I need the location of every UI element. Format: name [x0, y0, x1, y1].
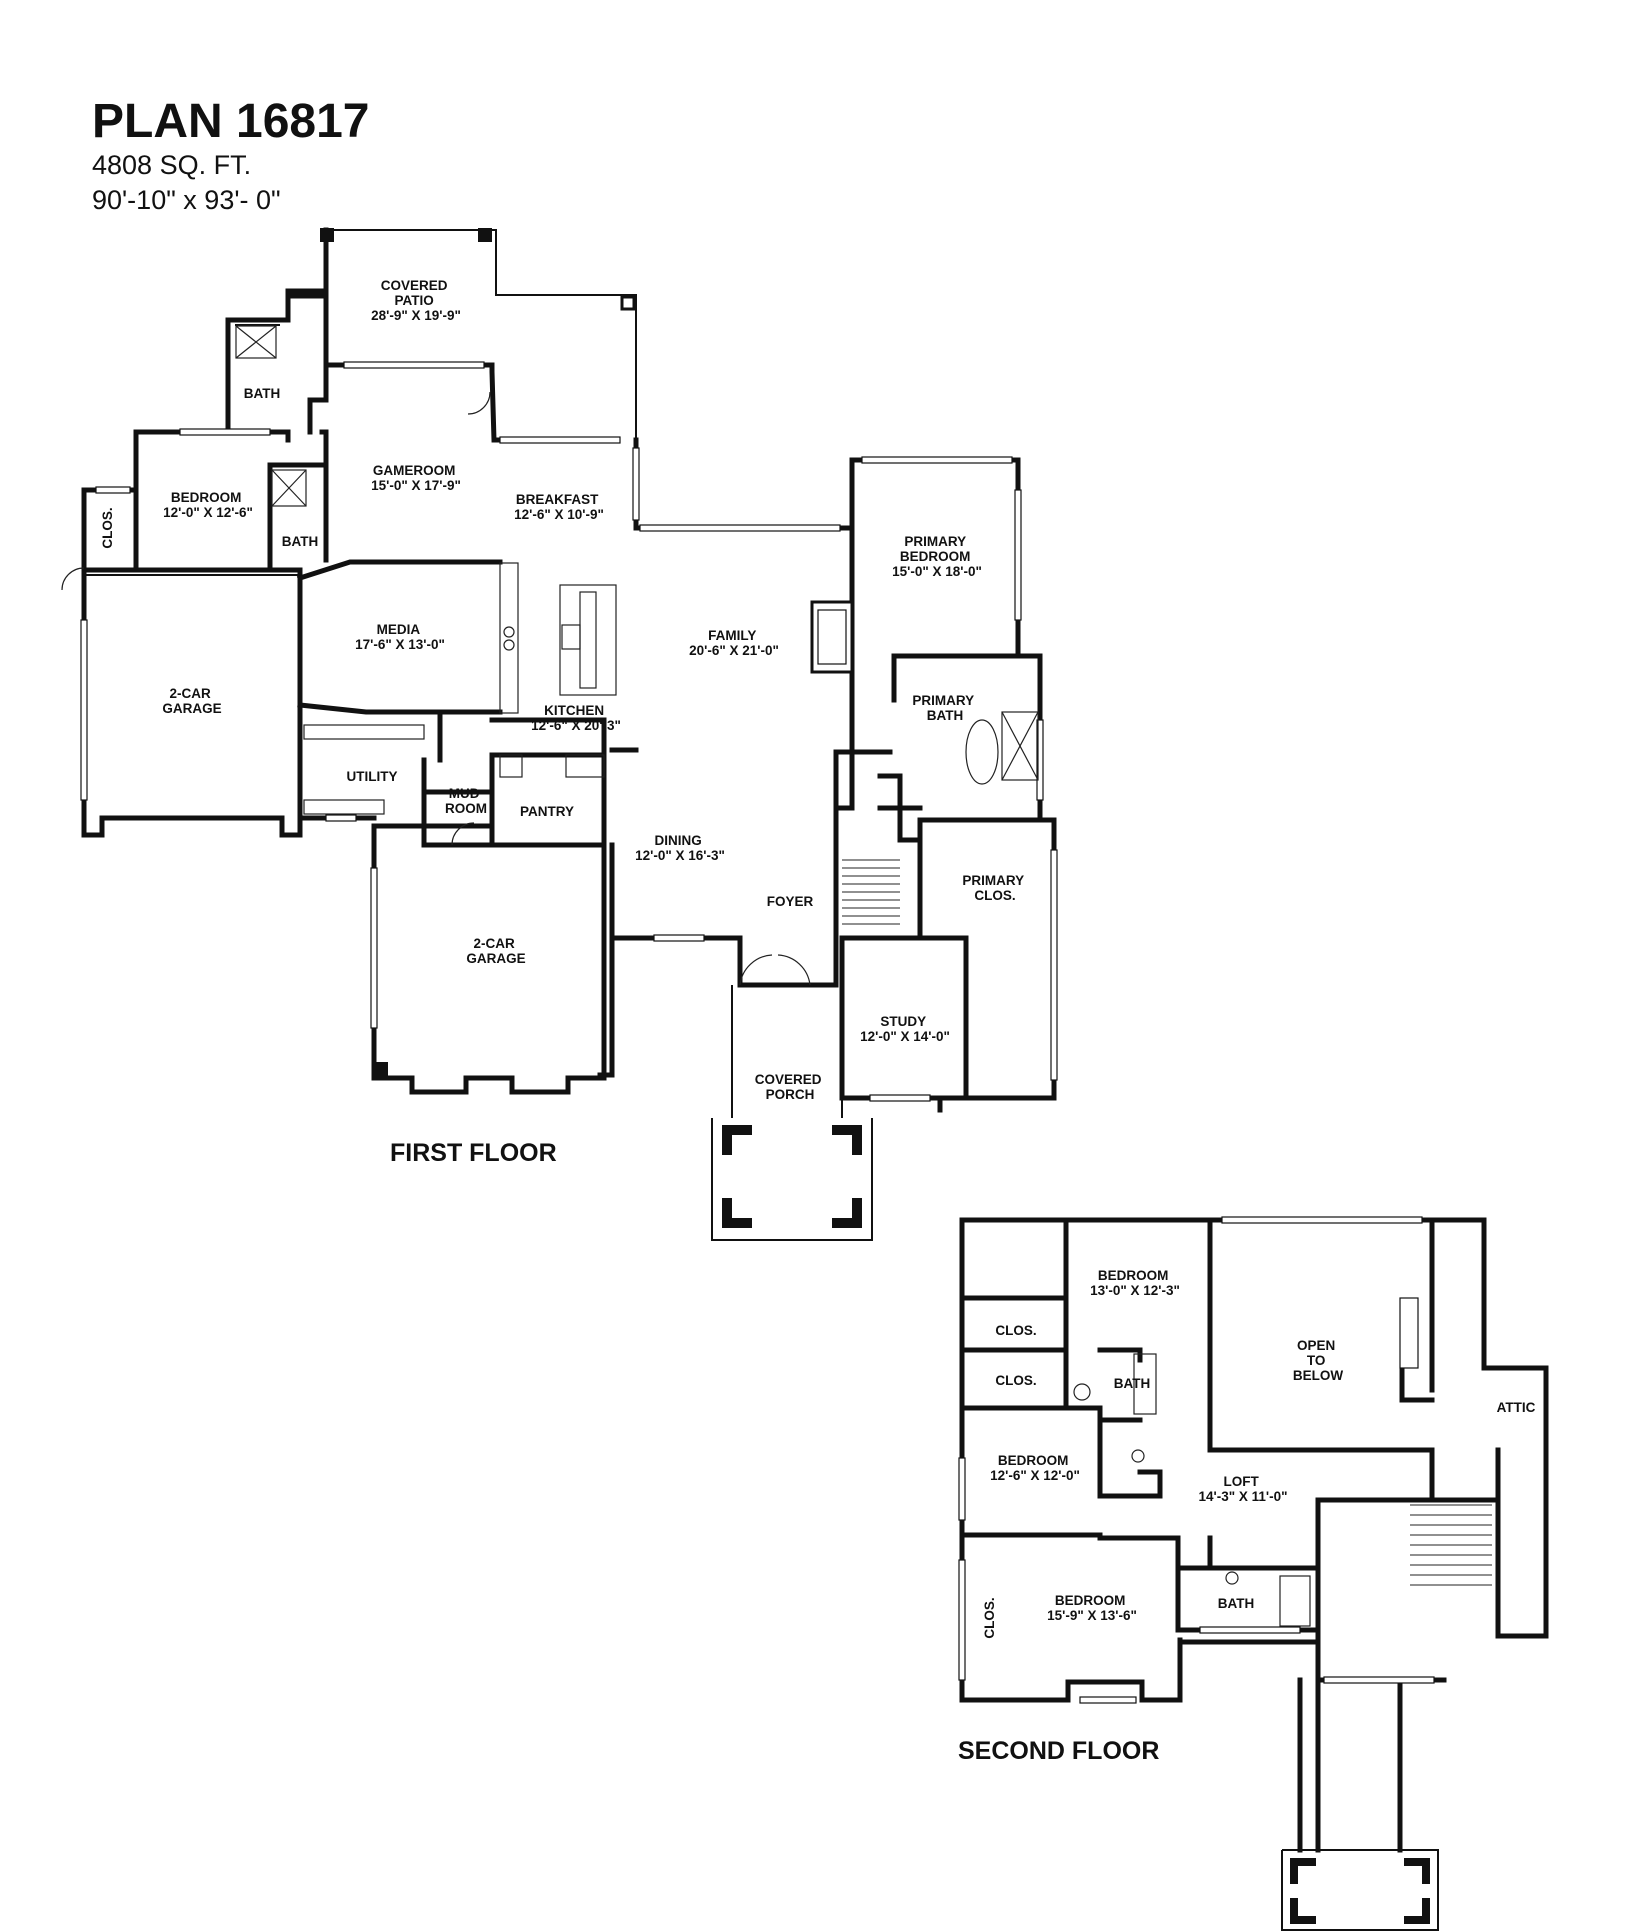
label-foyer: FOYER: [767, 894, 814, 909]
second-floor-windows: [958, 1216, 1435, 1704]
label-bedroom-3: BEDROOM 12'-6" X 12'-0": [990, 1453, 1080, 1483]
label-covered-porch: COVERED PORCH: [755, 1072, 826, 1102]
label-bath-1: BATH: [244, 386, 281, 401]
label-closet-4: CLOS.: [982, 1597, 997, 1638]
first-floor-fixtures: [61, 325, 1039, 986]
label-primary-closet: PRIMARY CLOS.: [962, 873, 1027, 903]
first-floor-room-labels: COVERED PATIO 28'-9" X 19'-9" BATH BEDRO…: [100, 278, 1027, 1102]
plan-square-footage: 4808 SQ. FT.: [92, 150, 251, 180]
covered-porch-structure: [711, 1118, 873, 1241]
label-open-to-below: OPEN TO BELOW: [1293, 1338, 1344, 1383]
label-closet-3: CLOS.: [995, 1373, 1036, 1388]
label-media: MEDIA 17'-6" X 13'-0": [355, 622, 445, 652]
second-floor-room-labels: BEDROOM 13'-0" X 12'-3" CLOS. CLOS. OPEN…: [982, 1268, 1536, 1639]
second-floor-fixtures: [1073, 1353, 1492, 1627]
label-gameroom: GAMEROOM 15'-0" X 17'-9": [371, 463, 461, 493]
second-floor-balcony: [1281, 1849, 1439, 1931]
label-bedroom-1: BEDROOM 12'-0" X 12'-6": [163, 490, 253, 520]
label-loft: LOFT 14'-3" X 11'-0": [1198, 1474, 1287, 1504]
plan-overall-dimensions: 90'-10" x 93'- 0": [92, 185, 281, 215]
label-bath-2: BATH: [282, 534, 319, 549]
label-primary-bedroom: PRIMARY BEDROOM 15'-0" X 18'-0": [892, 534, 982, 579]
label-attic: ATTIC: [1497, 1400, 1536, 1415]
second-floor-walls: [959, 1217, 1549, 1853]
label-family: FAMILY 20'-6" X 21'-0": [689, 628, 779, 658]
label-dining: DINING 12'-0" X 16'-3": [635, 833, 725, 863]
label-pantry: PANTRY: [520, 804, 574, 819]
first-floor-windows: [80, 361, 1058, 1102]
label-breakfast: BREAKFAST 12'-6" X 10'-9": [514, 492, 604, 522]
first-floor-label: FIRST FLOOR: [390, 1139, 557, 1167]
label-kitchen: KITCHEN 12'-6" X 20'-3": [531, 703, 621, 733]
label-bath-3: BATH: [1114, 1376, 1151, 1391]
label-mud-room: MUD ROOM: [445, 786, 487, 816]
label-study: STUDY 12'-0" X 14'-0": [860, 1014, 950, 1044]
label-bedroom-4: BEDROOM 15'-9" X 13'-6": [1047, 1593, 1137, 1623]
label-bedroom-2: BEDROOM 13'-0" X 12'-3": [1090, 1268, 1180, 1298]
plan-title: PLAN 16817: [92, 95, 369, 148]
label-garage-b: 2-CAR GARAGE: [466, 936, 525, 966]
label-utility: UTILITY: [347, 769, 398, 784]
label-covered-patio: COVERED PATIO 28'-9" X 19'-9": [371, 278, 461, 323]
label-primary-bath: PRIMARY BATH: [912, 693, 977, 723]
label-bath-4: BATH: [1218, 1596, 1255, 1611]
label-garage-a: 2-CAR GARAGE: [162, 686, 221, 716]
first-floor-walls: [81, 227, 1057, 1118]
label-closet-2: CLOS.: [995, 1323, 1036, 1338]
label-closet-1: CLOS.: [100, 507, 115, 548]
second-floor-label: SECOND FLOOR: [958, 1737, 1159, 1765]
